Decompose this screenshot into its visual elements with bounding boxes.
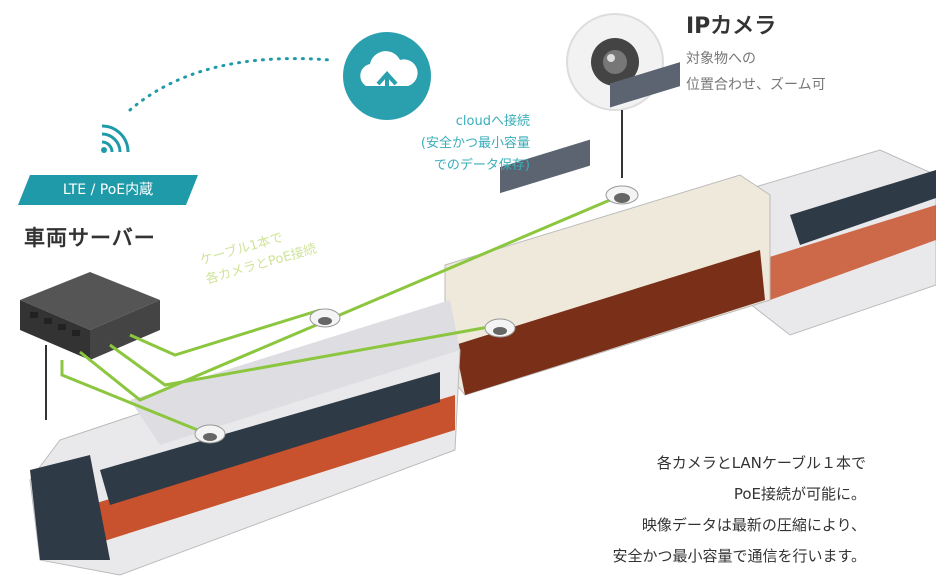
dome-camera-1 xyxy=(605,185,639,205)
cloud-upload-icon xyxy=(343,32,431,120)
vehicle-server xyxy=(20,272,160,420)
ip-camera-title: IPカメラ xyxy=(686,14,777,39)
wireless-link-dots xyxy=(128,57,332,112)
ip-camera-description: 対象物への 位置合わせ、ズーム可 xyxy=(686,51,826,93)
cloud-caption: cloudへ接続 (安全かつ最小容量 でのデータ保存) xyxy=(420,114,530,173)
wifi-icon xyxy=(101,124,130,153)
dome-camera-2 xyxy=(309,308,341,328)
lte-poe-badge: LTE / PoE内蔵 xyxy=(18,175,198,205)
system-description: 各カメラとLANケーブル１本で PoE接続が可能に。 映像データは最新の圧縮によ… xyxy=(612,454,866,565)
dome-camera-4 xyxy=(194,424,226,444)
dome-camera-3 xyxy=(484,318,516,338)
train-illustration xyxy=(29,62,936,576)
vehicle-server-title: 車両サーバー xyxy=(24,226,156,250)
poe-cables xyxy=(60,198,611,437)
